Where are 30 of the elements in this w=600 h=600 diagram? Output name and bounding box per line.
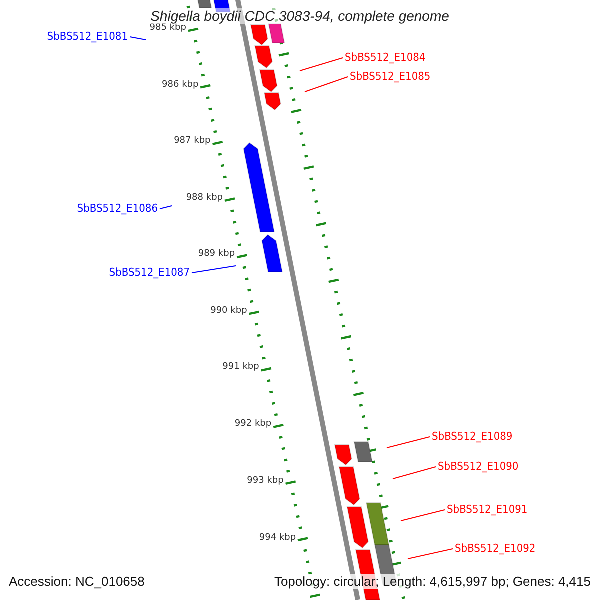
scale-label: 990 kbp xyxy=(210,306,248,317)
gene-label: SbBS512_E1084 xyxy=(345,51,426,64)
scale-label: 993 kbp xyxy=(247,476,284,487)
gene-label: SbBS512_E1092 xyxy=(455,542,536,555)
leader-line xyxy=(386,436,430,448)
leader-line xyxy=(192,266,236,274)
genome-info-text: Topology: circular; Length: 4,615,997 bp; Genes: 4,415 xyxy=(274,574,591,589)
gene-label: SbBS512_E1090 xyxy=(438,460,519,473)
gene-label: SbBS512_E1086 xyxy=(77,202,158,215)
gene-label: SbBS512_E1091 xyxy=(447,503,528,516)
scale-label: 991 kbp xyxy=(222,362,260,373)
leader-line xyxy=(400,510,446,522)
gene-label: SbBS512_E1081 xyxy=(47,30,128,43)
leader-line xyxy=(130,36,146,40)
gene-label: SbBS512_E1085 xyxy=(350,70,431,83)
scale-label: 994 kbp xyxy=(259,533,296,544)
leader-line xyxy=(304,76,348,92)
accession-text: Accession: NC_010658 xyxy=(9,574,145,589)
scale-label: 989 kbp xyxy=(198,249,236,260)
scale-label: 986 kbp xyxy=(162,80,199,91)
leader-line xyxy=(160,206,172,210)
leader-line xyxy=(392,466,436,480)
gene-label: SbBS512_E1087 xyxy=(109,266,190,279)
scale-label: 988 kbp xyxy=(186,193,223,204)
leader-line xyxy=(300,58,344,72)
scale-label: 992 kbp xyxy=(234,419,272,430)
scale-label: 987 kbp xyxy=(174,136,211,147)
gene-label: SbBS512_E1089 xyxy=(432,430,513,443)
scale-label: 985 kbp xyxy=(150,23,186,34)
leader-line xyxy=(408,548,454,560)
